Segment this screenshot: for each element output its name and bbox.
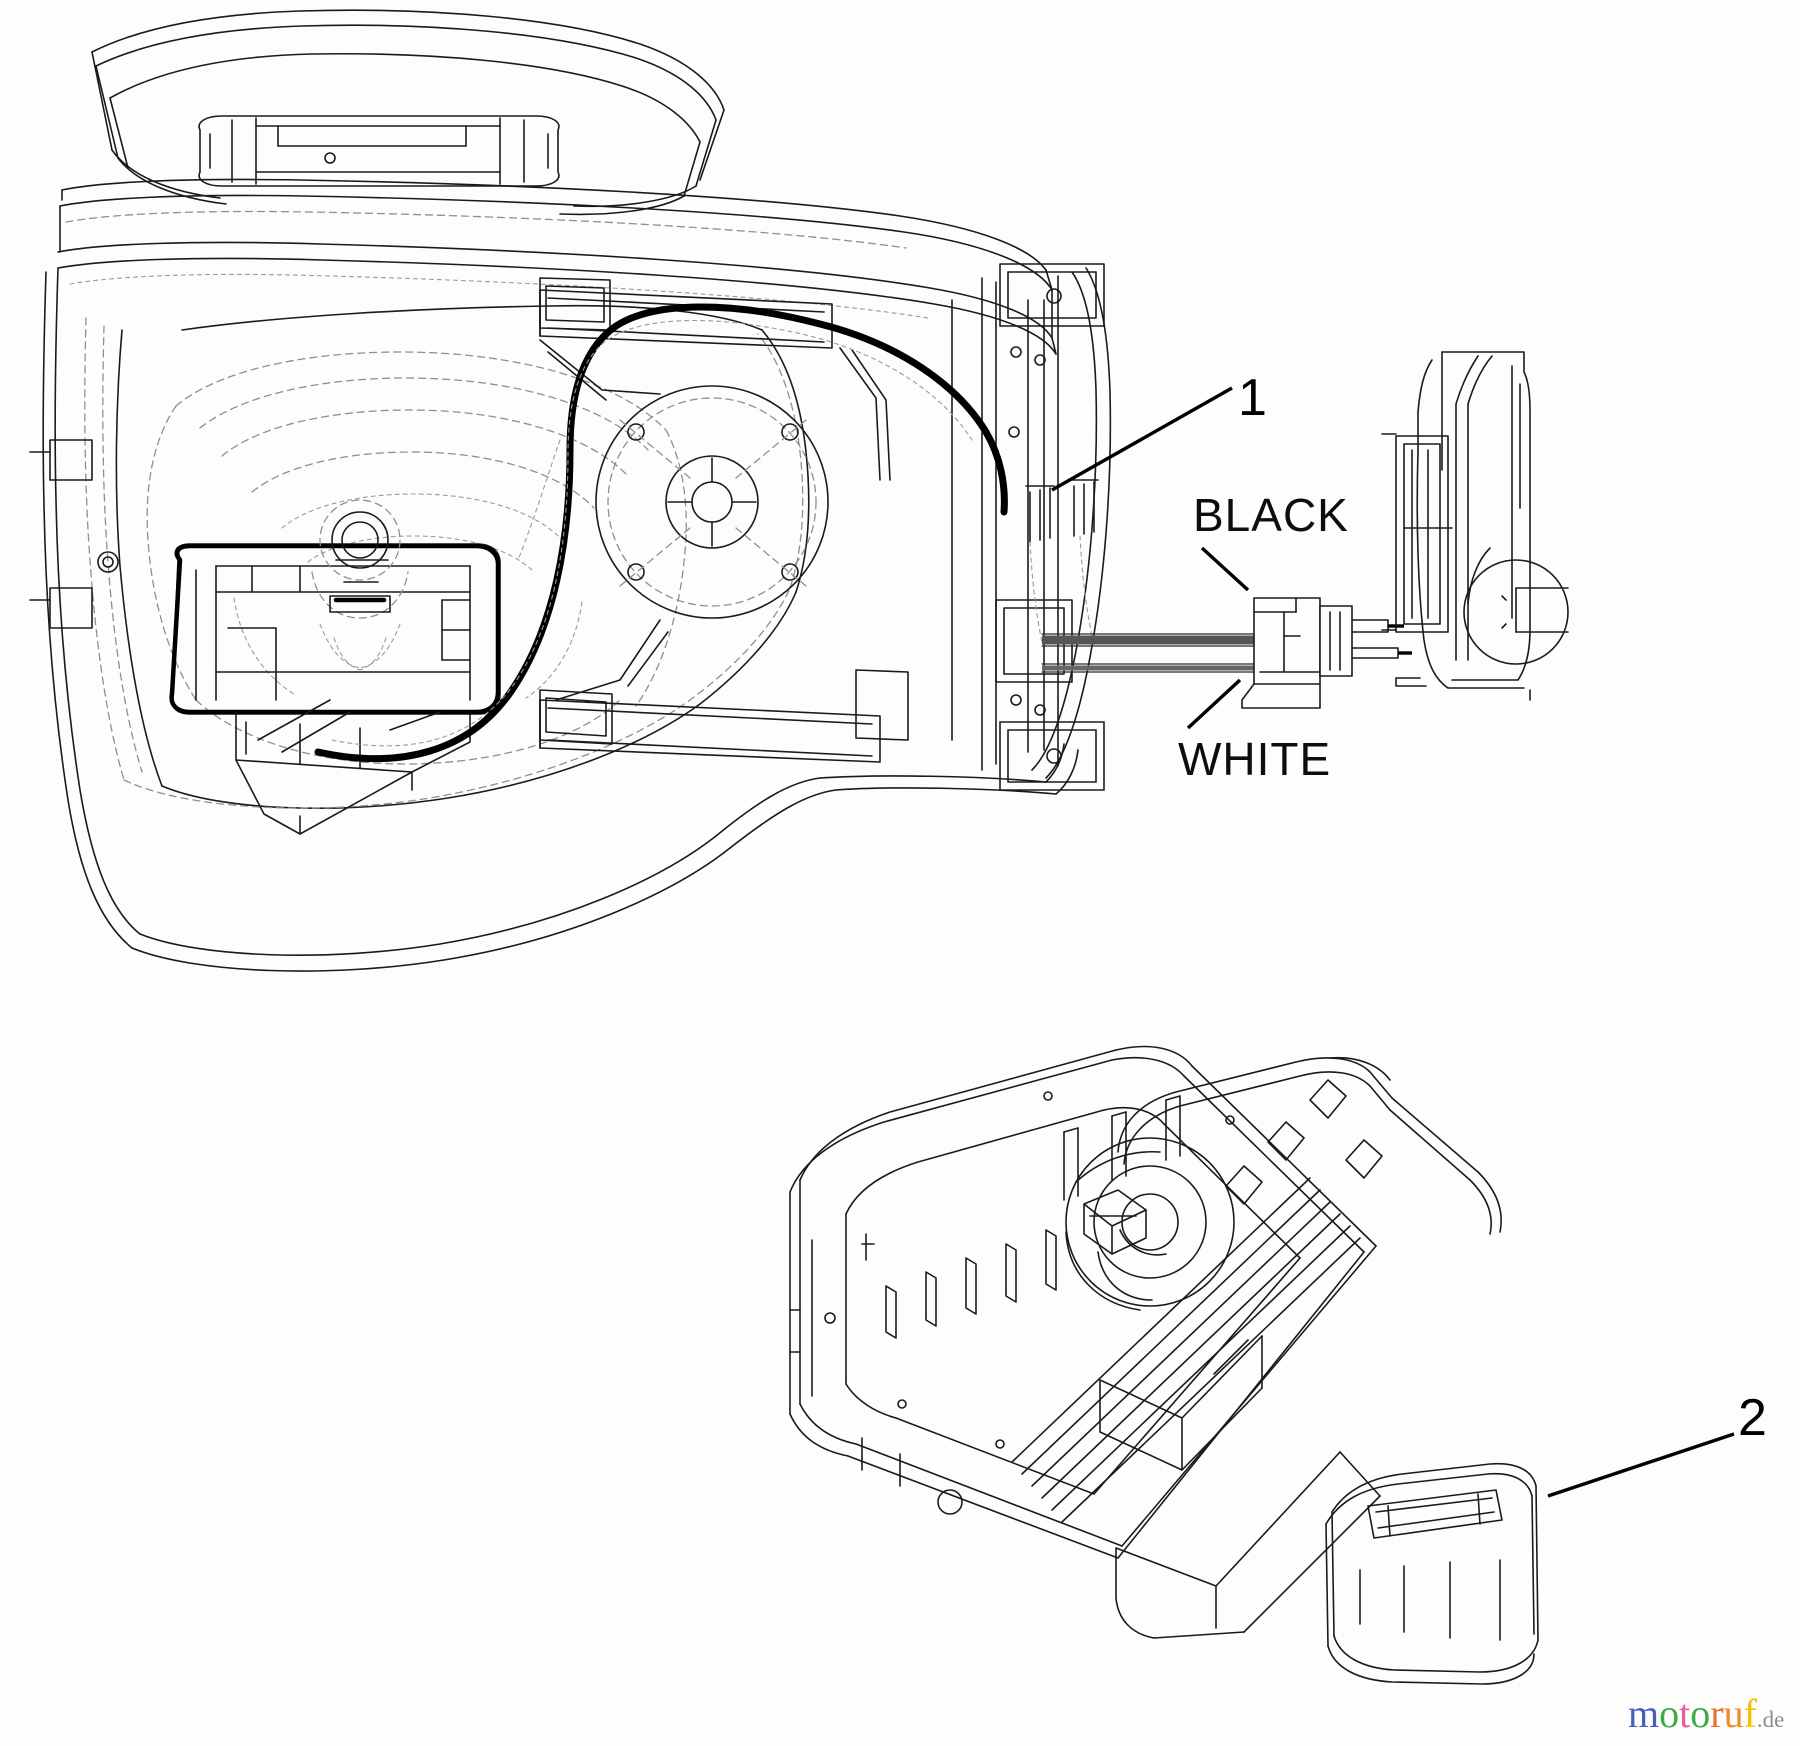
deck-handle-tube: [198, 115, 560, 187]
wire-label-white: WHITE: [1178, 733, 1332, 785]
housing-top-deck: [789, 1045, 1377, 1559]
housing-left-panel: [789, 1239, 901, 1487]
callout-leaders: [1051, 386, 1250, 730]
watermark-letter-f: f: [1743, 1691, 1757, 1736]
deck-outer-body: [42, 267, 1079, 972]
callout-label-1: 1: [1238, 369, 1267, 427]
wire-label-black: BLACK: [1193, 489, 1349, 541]
deck-ribs: [539, 277, 909, 763]
deck-chassis-plate: [951, 263, 1112, 791]
watermark-suffix: .de: [1756, 1707, 1785, 1732]
watermark-letter-o2: o: [1690, 1691, 1711, 1736]
housing-fasteners: [897, 1091, 1235, 1449]
connector-lead-wires: [1041, 633, 1255, 673]
callout-label-2: 2: [1738, 1389, 1767, 1447]
deck-motor-spindle: [595, 385, 829, 619]
watermark-letter-u: u: [1723, 1691, 1744, 1736]
watermark-letter-o1: o: [1659, 1691, 1680, 1736]
wire-harness-secondary: [331, 320, 973, 747]
wire-harness-heavy: [314, 303, 1008, 763]
deck-chute-detail: [235, 699, 471, 835]
watermark-letter-r: r: [1710, 1691, 1724, 1736]
switch-connector-body: [1241, 597, 1412, 709]
housing-interior: [845, 1095, 1301, 1495]
deck-switch-bracket: [169, 499, 501, 715]
harness-terminal-pins: [1025, 479, 1099, 643]
motoruf-watermark: motoruf.de: [1628, 1694, 1784, 1734]
deck-left-tabs: [29, 439, 119, 629]
side-cover-view: [1381, 351, 1569, 701]
lower-housing-view: [789, 1045, 1735, 1685]
housing-top-rail: [1117, 1056, 1502, 1235]
housing-right-ribs: [1225, 1079, 1383, 1205]
watermark-letter-t: t: [1679, 1691, 1691, 1736]
top-deck-view: [29, 9, 1412, 972]
housing-discharge-chute: [937, 1335, 1381, 1639]
watermark-letter-m: m: [1628, 1691, 1660, 1736]
detached-cover-part: [1325, 1462, 1539, 1685]
deck-upper-rim: [57, 178, 1057, 355]
deck-inner-shell: [84, 304, 810, 809]
